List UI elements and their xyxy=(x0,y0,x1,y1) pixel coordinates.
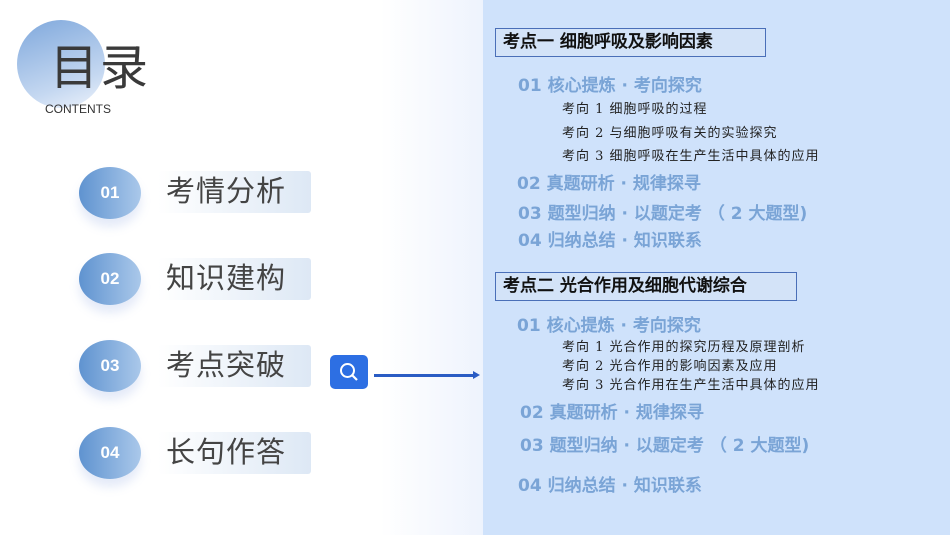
menu-badge-01[interactable]: 01 xyxy=(79,167,141,219)
menu-label-box xyxy=(158,258,311,300)
section-2-title: 考点二 光合作用及细胞代谢综合 xyxy=(495,272,797,301)
page-subtitle: CONTENTS xyxy=(45,102,111,116)
menu-label-box xyxy=(158,171,311,213)
search-button[interactable] xyxy=(330,355,368,389)
menu-item-kaodian[interactable]: 考点突破 xyxy=(166,348,287,382)
section-1-item-04[interactable]: 04 归纳总结 · 知识联系 xyxy=(518,231,702,251)
section-1-title: 考点一 细胞呼吸及影响因素 xyxy=(495,28,766,57)
menu-badge-04[interactable]: 04 xyxy=(79,427,141,479)
section-2-item-03[interactable]: 03 题型归纳 · 以题定考 （ 2 大题型) xyxy=(520,436,810,456)
arrow-right-icon xyxy=(374,371,480,379)
section-2-sub-1[interactable]: 考向 1 光合作用的探究历程及原理剖析 xyxy=(562,340,806,355)
menu-item-changju[interactable]: 长句作答 xyxy=(166,435,287,469)
section-2-sub-2[interactable]: 考向 2 光合作用的影响因素及应用 xyxy=(562,359,778,374)
section-1-sub-1[interactable]: 考向 1 细胞呼吸的过程 xyxy=(562,102,708,117)
menu-label-box xyxy=(158,432,311,474)
menu-item-zhishi[interactable]: 知识建构 xyxy=(166,261,287,295)
menu-badge-02[interactable]: 02 xyxy=(79,253,141,305)
search-icon xyxy=(340,363,358,381)
section-1-sub-2[interactable]: 考向 2 与细胞呼吸有关的实验探究 xyxy=(562,126,778,141)
page-title: 目录 xyxy=(50,40,151,96)
section-1-sub-3[interactable]: 考向 3 细胞呼吸在生产生活中具体的应用 xyxy=(562,149,820,164)
menu-item-kaoqing[interactable]: 考情分析 xyxy=(166,174,287,208)
menu-label-box xyxy=(158,345,311,387)
section-2-item-04[interactable]: 04 归纳总结 · 知识联系 xyxy=(518,476,702,496)
section-1-item-03[interactable]: 03 题型归纳 · 以题定考 （ 2 大题型) xyxy=(518,204,808,224)
section-2-item-02[interactable]: 02 真题研析 · 规律探寻 xyxy=(520,403,704,423)
menu-badge-03[interactable]: 03 xyxy=(79,340,141,392)
section-2-sub-3[interactable]: 考向 3 光合作用在生产生活中具体的应用 xyxy=(562,378,820,393)
title-decoration-circle xyxy=(17,20,105,108)
section-1-item-02[interactable]: 02 真题研析 · 规律探寻 xyxy=(517,174,701,194)
outline-panel xyxy=(483,0,950,535)
section-1-item-01[interactable]: 01 核心提炼 · 考向探究 xyxy=(518,76,702,96)
section-2-item-01[interactable]: 01 核心提炼 · 考向探究 xyxy=(517,316,701,336)
